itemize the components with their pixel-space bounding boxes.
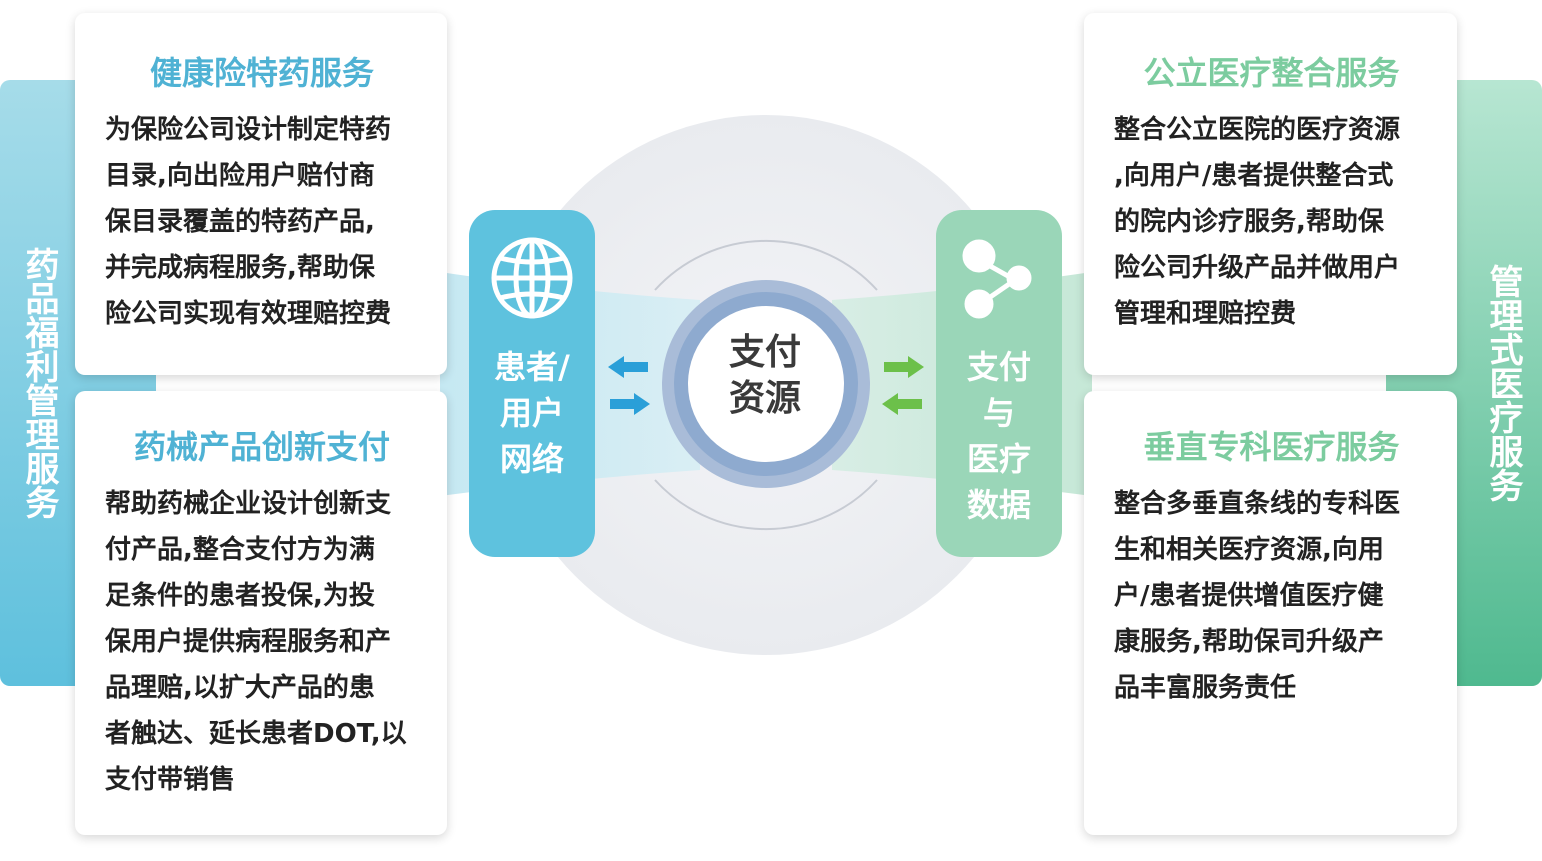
- share-network-icon: [962, 239, 1032, 319]
- card-title: 垂直专科医疗服务: [1143, 428, 1400, 466]
- core-label: 支付 资源: [690, 330, 840, 422]
- card-body-line: 品丰富服务责任: [1114, 673, 1297, 703]
- card-vertical-specialty-medical: 垂直专科医疗服务 整合多垂直条线的专科医 生和相关医疗资源,向用 户/患者提供增…: [1084, 391, 1457, 835]
- core-disc: [688, 306, 844, 462]
- card-body-line: 保用户提供病程服务和产: [105, 627, 392, 657]
- card-body-line: 帮助药械企业设计创新支: [105, 489, 392, 519]
- card-title: 健康险特药服务: [149, 54, 374, 92]
- card-title: 公立医疗整合服务: [1143, 54, 1400, 92]
- upper-arc: [654, 239, 878, 291]
- lower-arc: [654, 479, 878, 531]
- node-label-line: 医疗: [966, 440, 1031, 478]
- card-body-line: 足条件的患者投保,为投: [105, 581, 375, 611]
- node-label: 患者/ 用户 网络: [469, 344, 595, 482]
- card-title: 药械产品创新支付: [133, 428, 390, 466]
- right-arrows: [882, 356, 924, 415]
- card-body-line: 整合多垂直条线的专科医: [1114, 489, 1401, 519]
- card-body-line: 者触达、延长患者DOT,以: [105, 719, 407, 749]
- card-innovative-payment: 药械产品创新支付 帮助药械企业设计创新支 付产品,整合支付方为满 足条件的患者投…: [75, 391, 447, 835]
- core-label-line: 支付: [728, 332, 801, 373]
- card-body-line: 品理赔,以扩大产品的患: [105, 673, 375, 703]
- card-body-line: 户/患者提供增值医疗健: [1114, 581, 1384, 611]
- node-payment-medical-data: 支付 与 医疗 数据: [936, 210, 1062, 557]
- card-body-line: 支付带销售: [105, 765, 236, 795]
- arrow-left-icon: [608, 356, 648, 378]
- card-public-medical-integration: 公立医疗整合服务 整合公立医院的医疗资源 ,向用户/患者提供整合式 的院内诊疗服…: [1084, 13, 1457, 375]
- card-body-line: 生和相关医疗资源,向用: [1114, 535, 1384, 565]
- globe-icon: [491, 237, 573, 319]
- card-body-line: 保目录覆盖的特药产品,: [105, 207, 375, 237]
- card-health-insurance-drugs: 健康险特药服务 为保险公司设计制定特药 目录,向出险用户赔付商 保目录覆盖的特药…: [75, 13, 447, 375]
- left-arrows: [608, 356, 650, 415]
- node-label-line: 用户: [499, 394, 564, 432]
- node-label-line: 患者/: [494, 348, 570, 386]
- node-label-line: 网络: [499, 440, 564, 478]
- card-body-line: 整合公立医院的医疗资源: [1114, 115, 1401, 145]
- card-body-line: 管理和理赔控费: [1114, 299, 1297, 329]
- card-body-line: 并完成病程服务,帮助保: [105, 253, 375, 283]
- left-sidebar-title: 药品福利管理服务: [19, 247, 59, 519]
- card-body-line: ,向用户/患者提供整合式: [1114, 161, 1394, 191]
- card-body-line: 付产品,整合支付方为满: [105, 535, 375, 565]
- card-body-line: 目录,向出险用户赔付商: [105, 161, 375, 191]
- arrow-left-icon: [882, 393, 922, 415]
- card-body-line: 险公司升级产品并做用户: [1114, 253, 1401, 283]
- card-body-line: 险公司实现有效理赔控费: [105, 299, 392, 329]
- node-label-line: 与: [982, 394, 1015, 432]
- core-label-line: 资源: [728, 378, 801, 419]
- node-label: 支付 与 医疗 数据: [936, 344, 1062, 528]
- node-label-line: 数据: [966, 486, 1031, 524]
- node-label-line: 支付: [966, 348, 1031, 386]
- card-body-line: 为保险公司设计制定特药: [105, 115, 392, 145]
- node-patient-network: 患者/ 用户 网络: [469, 210, 595, 557]
- right-sidebar-title: 管理式医疗服务: [1483, 264, 1523, 502]
- card-body-line: 康服务,帮助保司升级产: [1114, 627, 1384, 657]
- arrow-right-icon: [884, 356, 924, 378]
- card-body-line: 的院内诊疗服务,帮助保: [1114, 207, 1384, 237]
- arrow-right-icon: [610, 393, 650, 415]
